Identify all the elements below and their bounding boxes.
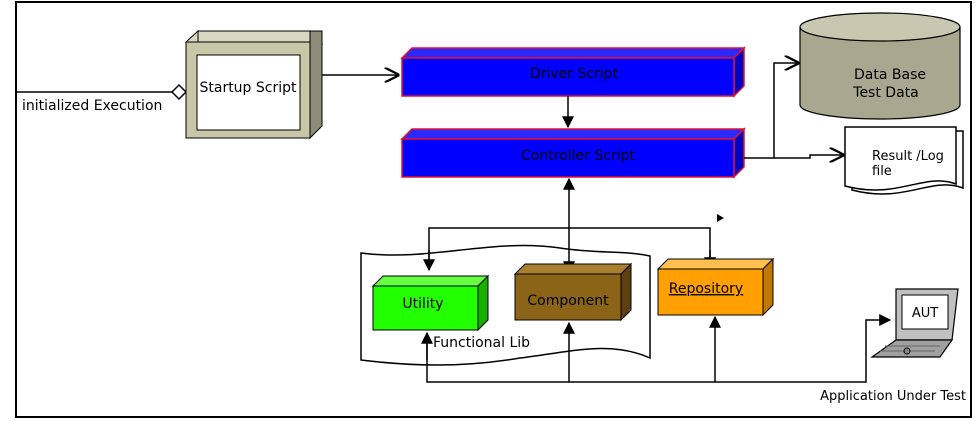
driver-script-node: Driver Script	[400, 46, 746, 98]
application-under-test-label: Application Under Test	[820, 389, 966, 404]
component-label: Component	[527, 293, 609, 309]
aut-laptop-icon: AUT	[870, 288, 959, 358]
functional-lib-label: Functional Lib	[433, 335, 530, 351]
repository-label: Repository	[669, 281, 743, 297]
controller-to-result-arrow	[774, 155, 843, 158]
repository-node: Repository	[656, 257, 775, 317]
database-label-line1: Data Base	[854, 67, 926, 83]
aut-label: AUT	[912, 306, 938, 321]
result-log-label-line2: file	[872, 164, 892, 179]
database-node: Data Base Test Data	[799, 12, 961, 120]
stray-arrowhead	[717, 214, 724, 222]
controller-script-node: Controller Script	[400, 127, 746, 179]
controller-script-label: Controller Script	[521, 148, 635, 164]
diagram-frame	[15, 1, 972, 418]
execution-diamond	[170, 83, 188, 101]
initialized-execution-label: initialized Execution	[22, 98, 162, 114]
result-log-label-line1: Result /Log	[872, 149, 944, 164]
startup-script-node: Startup Script	[184, 29, 324, 140]
modules-to-aut-line	[426, 314, 892, 383]
result-log-node: Result /Log file	[844, 126, 964, 195]
module-bus-line	[428, 227, 711, 270]
driver-script-label: Driver Script	[530, 66, 619, 82]
startup-script-label: Startup Script	[199, 80, 297, 96]
utility-node: Utility	[371, 274, 490, 332]
component-node: Component	[513, 262, 633, 322]
utility-label: Utility	[402, 296, 443, 312]
database-label-line2: Test Data	[852, 85, 918, 101]
controller-to-database-arrow	[744, 63, 798, 159]
